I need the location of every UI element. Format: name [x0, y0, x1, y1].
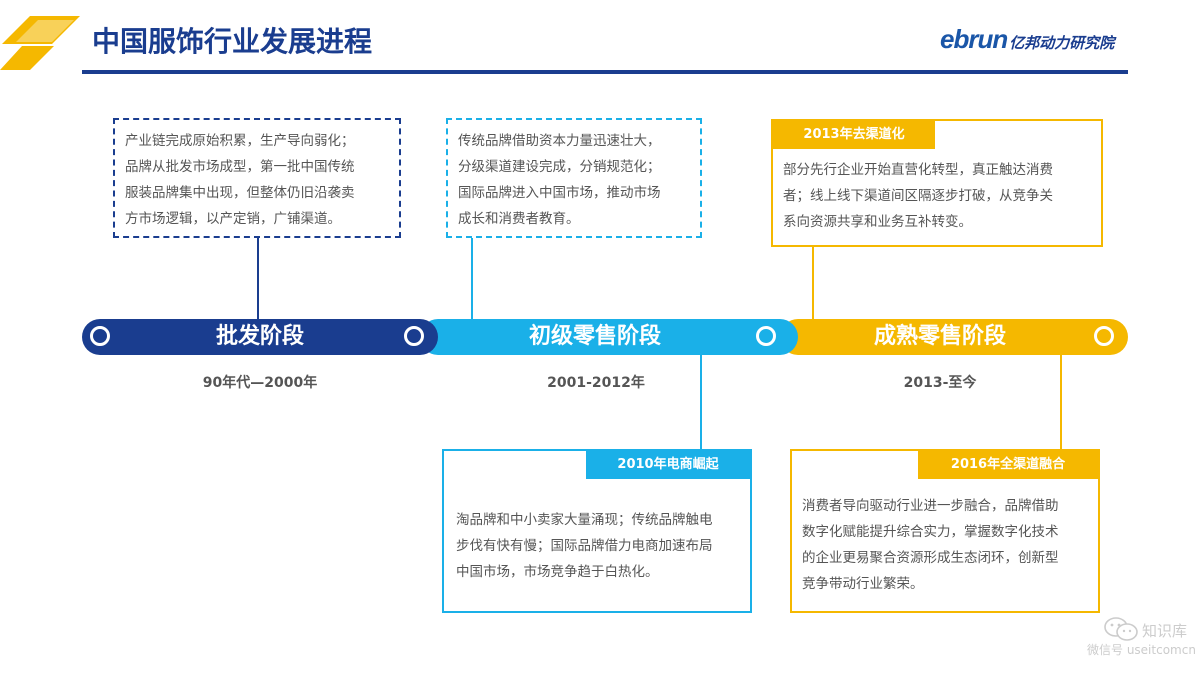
timeline-segment-primary	[420, 319, 798, 355]
milestone-2016-tag: 2016年全渠道融合	[918, 451, 1098, 479]
timeline-node-icon	[90, 326, 110, 346]
stage-period-mature: 2013-至今	[903, 375, 977, 391]
box-line: 品牌从批发市场成型，第一批中国传统	[125, 159, 355, 175]
watermark-name: 知识库	[1142, 622, 1188, 640]
milestone-2010-box: 淘品牌和中小卖家大量涌现；传统品牌触电 步伐有快有慢；国际品牌借力电商加速布局 …	[442, 449, 752, 613]
milestone-2013-tag: 2013年去渠道化	[773, 121, 935, 149]
box-line: 产业链完成原始积累，生产导向弱化；	[125, 133, 355, 149]
box-line: 的企业更易聚合资源形成生态闭环，创新型	[802, 550, 1059, 566]
connector-line	[1060, 352, 1062, 449]
box-line: 部分先行企业开始直营化转型，真正触达消费	[783, 162, 1053, 178]
timeline-node-icon	[1094, 326, 1114, 346]
stage-period-wholesale: 90年代—2000年	[202, 375, 318, 391]
watermark-id: 微信号 useitcomcn	[1087, 643, 1196, 657]
timeline-node-icon	[756, 326, 776, 346]
box-line: 步伐有快有慢；国际品牌借力电商加速布局	[456, 538, 713, 554]
box-line: 消费者导向驱动行业进一步融合，品牌借助	[802, 498, 1059, 514]
wechat-icon	[1104, 617, 1138, 641]
stage-label-mature: 成熟零售阶段	[873, 324, 1006, 349]
milestone-2010-tag: 2010年电商崛起	[586, 451, 750, 479]
connector-line	[257, 238, 259, 322]
box-line: 国际品牌进入中国市场，推动市场	[458, 185, 661, 201]
box-line: 分级渠道建设完成，分销规范化；	[458, 159, 661, 175]
box-line: 成长和消费者教育。	[458, 211, 580, 227]
milestone-2016-box: 消费者导向驱动行业进一步融合，品牌借助 数字化赋能提升综合实力，掌握数字化技术 …	[790, 449, 1100, 613]
stage-period-primary: 2001-2012年	[547, 375, 645, 391]
box-line: 数字化赋能提升综合实力，掌握数字化技术	[802, 524, 1059, 540]
connector-line	[700, 352, 702, 449]
box-line: 系向资源共享和业务互补转变。	[783, 214, 972, 230]
timeline-segment-wholesale	[82, 319, 438, 355]
page-title: 中国服饰行业发展进程	[92, 25, 373, 58]
box-line: 淘品牌和中小卖家大量涌现；传统品牌触电	[456, 512, 713, 528]
connector-line	[812, 247, 814, 322]
box-line: 方市场逻辑，以产定销，广铺渠道。	[125, 211, 341, 227]
brand-name-en: ebrun	[940, 24, 1008, 54]
box-line: 服装品牌集中出现，但整体仍旧沿袭卖	[125, 185, 355, 201]
gold-parallelogram-logo-icon	[0, 16, 80, 70]
box-line: 者；线上线下渠道间区隔逐步打破，从竞争关	[783, 188, 1053, 204]
timeline-node-icon	[404, 326, 424, 346]
milestone-2013-box: 部分先行企业开始直营化转型，真正触达消费 者；线上线下渠道间区隔逐步打破，从竞争…	[771, 119, 1103, 247]
box-line: 传统品牌借助资本力量迅速壮大，	[458, 133, 661, 149]
brand-name-cn: 亿邦动力研究院	[1009, 34, 1115, 52]
stage-label-primary: 初级零售阶段	[528, 324, 661, 349]
stage-label-wholesale: 批发阶段	[215, 324, 304, 349]
connector-line	[471, 238, 473, 322]
primary-retail-description-box: 传统品牌借助资本力量迅速壮大， 分级渠道建设完成，分销规范化； 国际品牌进入中国…	[446, 118, 702, 238]
box-line: 竞争带动行业繁荣。	[802, 576, 924, 592]
timeline-segment-mature	[780, 319, 1128, 355]
wholesale-description-box: 产业链完成原始积累，生产导向弱化； 品牌从批发市场成型，第一批中国传统 服装品牌…	[113, 118, 401, 238]
box-line: 中国市场，市场竞争趋于白热化。	[456, 564, 659, 580]
header-divider	[82, 70, 1128, 74]
